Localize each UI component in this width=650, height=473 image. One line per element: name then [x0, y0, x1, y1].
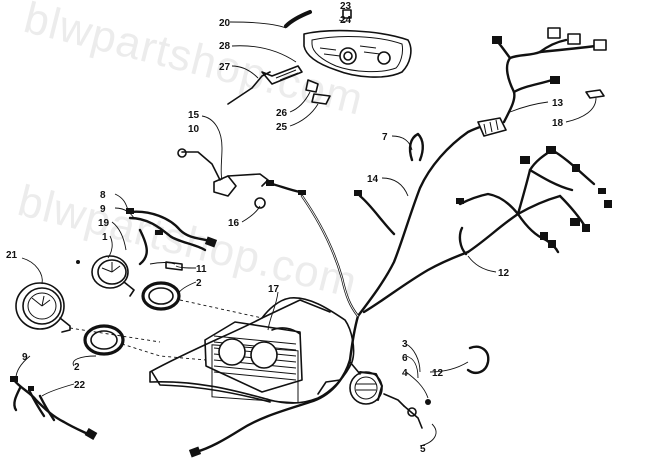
- callout-28: 28: [219, 41, 231, 52]
- callout-13: 13: [552, 98, 564, 109]
- callout-15: 15: [188, 110, 200, 121]
- callout-2-upper: 2: [196, 278, 202, 289]
- callout-14: 14: [367, 174, 379, 185]
- callout-5: 5: [420, 444, 426, 455]
- callout-1: 1: [102, 232, 108, 243]
- main-wiring-harness: [300, 27, 612, 362]
- indicator-window: [271, 327, 301, 335]
- gauge-bezel-lower: [83, 324, 125, 356]
- speedometer-gauge: [15, 282, 161, 343]
- callout-4: 4: [402, 368, 408, 379]
- callout-2-lower: 2: [74, 362, 80, 373]
- callout-12-lower: 12: [432, 368, 444, 379]
- callout-9-upper: 9: [100, 204, 106, 215]
- gauge-opening-left: [218, 338, 246, 366]
- callout-18: 18: [552, 118, 564, 129]
- fuel-gauge: [349, 345, 490, 417]
- callout-26: 26: [276, 108, 288, 119]
- leader-lines: [15, 19, 597, 447]
- callout-11: 11: [196, 264, 207, 275]
- callout-7: 7: [382, 132, 388, 143]
- callout-12-upper: 12: [498, 268, 510, 279]
- callout-10: 10: [188, 124, 200, 135]
- watermark-text: blwpartshop.com: [19, 0, 368, 125]
- headlight-assembly: [227, 9, 412, 105]
- mounting-bracket: [177, 148, 306, 209]
- callout-21: 21: [6, 250, 18, 261]
- callout-17: 17: [268, 284, 280, 295]
- gauge-opening-right: [250, 341, 278, 369]
- callout-25: 25: [276, 122, 288, 133]
- callout-3: 3: [402, 339, 408, 350]
- callout-22: 22: [74, 380, 86, 391]
- tachometer-gauge: [76, 255, 135, 297]
- callout-23: 23: [340, 1, 352, 12]
- instrument-panel-hood: [149, 297, 355, 404]
- callout-20: 20: [219, 18, 231, 29]
- dash-line-bezel-upper: [179, 299, 263, 319]
- callout-16: 16: [228, 218, 240, 229]
- callout-9-lower: 9: [22, 352, 28, 363]
- watermark-text-lower: blwpartshop.com: [13, 176, 362, 308]
- dash-line-bezel: [121, 343, 207, 361]
- callout-27: 27: [219, 62, 231, 73]
- callout-6: 6: [402, 353, 408, 364]
- callout-8: 8: [100, 190, 106, 201]
- callout-labels: 20 23 24 28 27 26 25 15 10 16 7 14 13 18…: [6, 1, 564, 455]
- gauge-bezel-upper: [141, 281, 181, 311]
- callout-24: 24: [340, 15, 352, 26]
- bulb-socket: [165, 261, 183, 271]
- callout-19: 19: [98, 218, 110, 229]
- lower-lead-wire: [188, 358, 423, 458]
- gauge-harness: [126, 208, 218, 266]
- lower-harness: [10, 376, 98, 440]
